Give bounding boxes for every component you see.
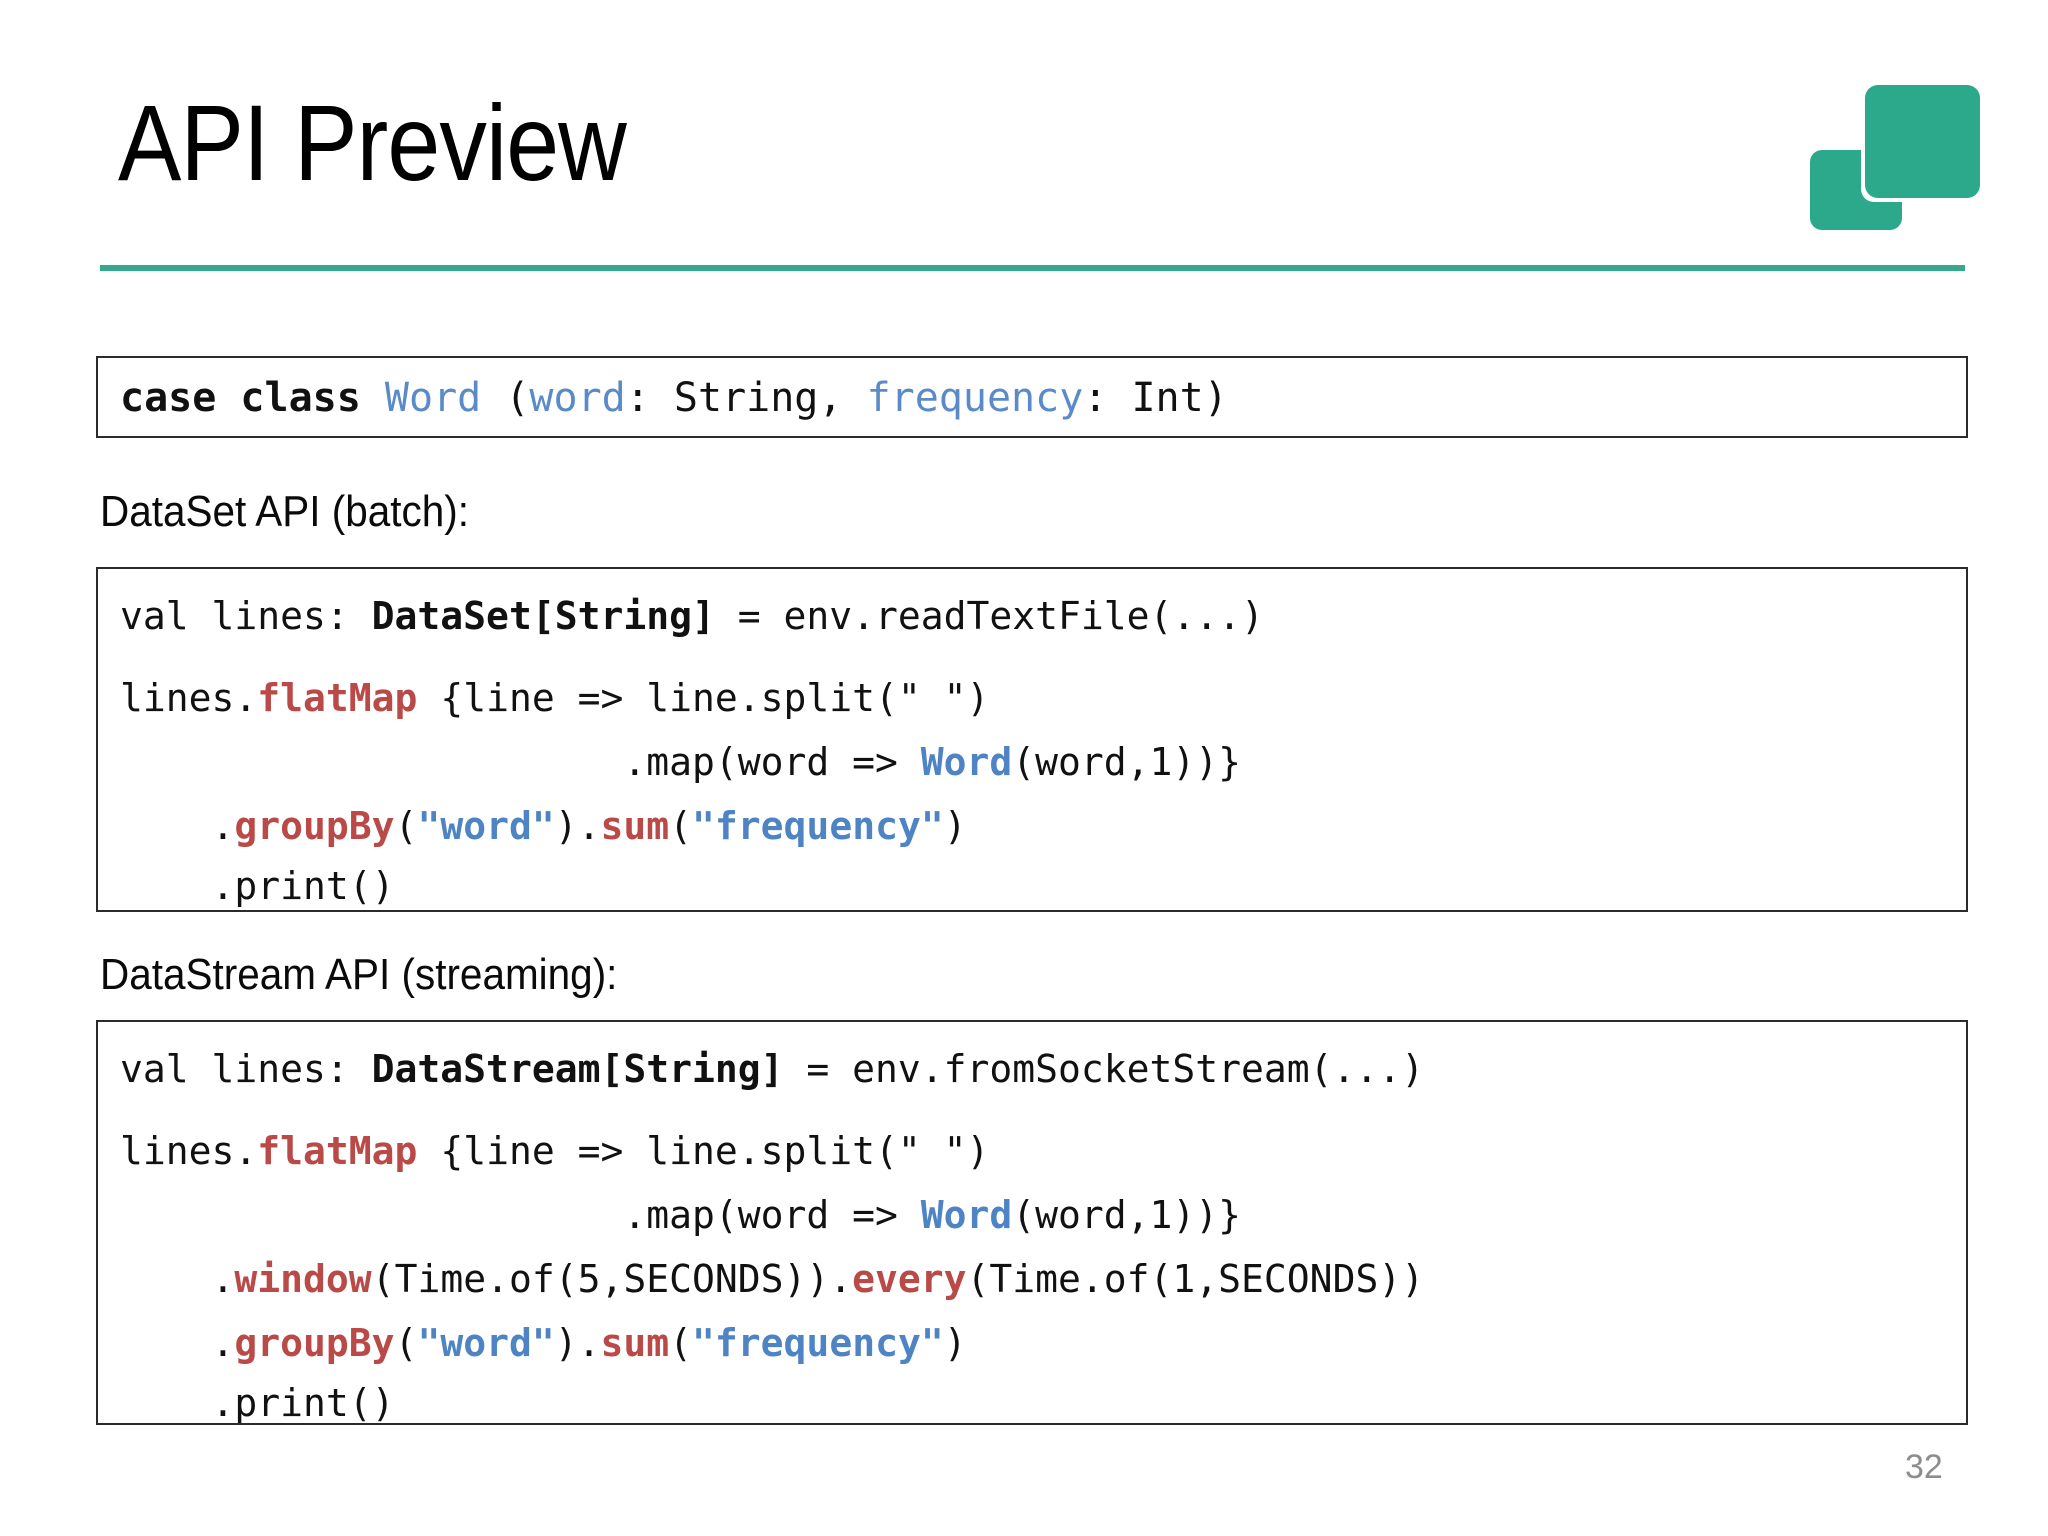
token-param-word: word <box>529 375 626 421</box>
section-label-dataset-api: DataSet API (batch): <box>100 487 470 536</box>
token-print-call: .print() <box>211 1381 395 1425</box>
token-sum-method: sum <box>600 1321 670 1365</box>
code-line-datastream-5: .groupBy("word").sum("frequency") <box>120 1324 967 1362</box>
code-block-datastream-api: val lines: DataStream[String] = env.from… <box>96 1020 1968 1425</box>
token-lines-receiver: lines. <box>120 676 258 720</box>
code-line-datastream-4: .window(Time.of(5,SECONDS)).every(Time.o… <box>120 1257 1425 1301</box>
token-flatmap-method: flatMap <box>257 676 418 720</box>
token-param-frequency: frequency <box>866 375 1084 421</box>
token-indent <box>120 1321 212 1365</box>
token-indent <box>120 740 623 784</box>
code-line-datastream-3: .map(word => Word(word,1))} <box>120 1196 1241 1234</box>
slide-header: API Preview <box>0 0 2048 280</box>
token-every-method: every <box>852 1257 967 1301</box>
code-line-dataset-2: lines.flatMap {line => line.split(" ") <box>120 679 989 717</box>
token-paren-close: ) <box>943 1321 967 1365</box>
token-word-type: Word <box>384 375 482 421</box>
token-word-args: (word,1))} <box>1012 1193 1242 1237</box>
token-lines-receiver: lines. <box>120 1129 258 1173</box>
token-paren-close: ) <box>943 804 967 848</box>
logo-square-front-icon <box>1865 85 1980 198</box>
token-paren-open: ( <box>394 1321 418 1365</box>
token-dot: . <box>577 1321 601 1365</box>
token-paren-close: ) <box>554 1321 578 1365</box>
token-from-socket-stream-call: = env.fromSocketStream(...) <box>783 1047 1425 1091</box>
token-every-args: (Time.of(1,SECONDS)) <box>966 1257 1425 1301</box>
token-groupby-method: groupBy <box>234 804 395 848</box>
token-read-text-file-call: = env.readTextFile(...) <box>714 594 1264 638</box>
code-line-case-class: case class Word (word: String, frequency… <box>120 378 1228 418</box>
token-dot: . <box>211 1321 235 1365</box>
token-dot: . <box>211 1257 235 1301</box>
code-block-dataset-api: val lines: DataSet[String] = env.readTex… <box>96 567 1968 912</box>
token-case-class-keyword: case class <box>120 375 385 421</box>
token-split-lambda: {line => line.split(" ") <box>417 676 990 720</box>
token-open-paren: ( <box>481 375 530 421</box>
page-number: 32 <box>1905 1448 1943 1486</box>
token-dataset-string-type: DataSet[String] <box>371 594 715 638</box>
token-dot: . <box>577 804 601 848</box>
page-title: API Preview <box>118 82 627 203</box>
token-paren-close: ) <box>554 804 578 848</box>
token-window-method: window <box>234 1257 372 1301</box>
token-indent <box>120 1381 212 1423</box>
token-window-args: (Time.of(5,SECONDS)). <box>371 1257 853 1301</box>
token-map-call: .map(word => <box>623 1193 921 1237</box>
brand-logo <box>1810 85 1980 230</box>
code-line-dataset-1: val lines: DataSet[String] = env.readTex… <box>120 597 1264 635</box>
token-paren-open: ( <box>669 804 693 848</box>
token-word-args: (word,1))} <box>1012 740 1242 784</box>
token-sum-method: sum <box>600 804 670 848</box>
token-split-lambda: {line => line.split(" ") <box>417 1129 990 1173</box>
token-val-lines: val lines: <box>120 1047 372 1091</box>
token-word-constructor: Word <box>920 740 1013 784</box>
token-indent <box>120 864 212 908</box>
token-map-call: .map(word => <box>623 740 921 784</box>
code-block-case-class: case class Word (word: String, frequency… <box>96 356 1968 438</box>
token-string-literal-frequency: "frequency" <box>692 1321 944 1365</box>
token-string-literal-frequency: "frequency" <box>692 804 944 848</box>
token-int-type: : Int) <box>1083 375 1228 421</box>
token-indent <box>120 1257 212 1301</box>
token-word-constructor: Word <box>920 1193 1013 1237</box>
token-string-literal-word: "word" <box>417 1321 555 1365</box>
token-groupby-method: groupBy <box>234 1321 395 1365</box>
token-paren-open: ( <box>394 804 418 848</box>
token-indent <box>120 1193 623 1237</box>
token-val-lines: val lines: <box>120 594 372 638</box>
title-underline-rule <box>100 265 1965 271</box>
token-string-literal-word: "word" <box>417 804 555 848</box>
code-line-datastream-6: .print() <box>120 1384 395 1422</box>
token-indent <box>120 804 212 848</box>
token-datastream-string-type: DataStream[String] <box>371 1047 784 1091</box>
code-line-datastream-1: val lines: DataStream[String] = env.from… <box>120 1050 1424 1088</box>
token-print-call: .print() <box>211 864 395 908</box>
code-line-dataset-4: .groupBy("word").sum("frequency") <box>120 807 967 845</box>
token-string-type: : String, <box>625 375 867 421</box>
section-label-datastream-api: DataStream API (streaming): <box>100 950 618 999</box>
code-line-datastream-2: lines.flatMap {line => line.split(" ") <box>120 1132 989 1170</box>
token-paren-open: ( <box>669 1321 693 1365</box>
code-line-dataset-3: .map(word => Word(word,1))} <box>120 743 1241 781</box>
token-flatmap-method: flatMap <box>257 1129 418 1173</box>
token-dot: . <box>211 804 235 848</box>
code-line-dataset-5: .print() <box>120 867 395 905</box>
